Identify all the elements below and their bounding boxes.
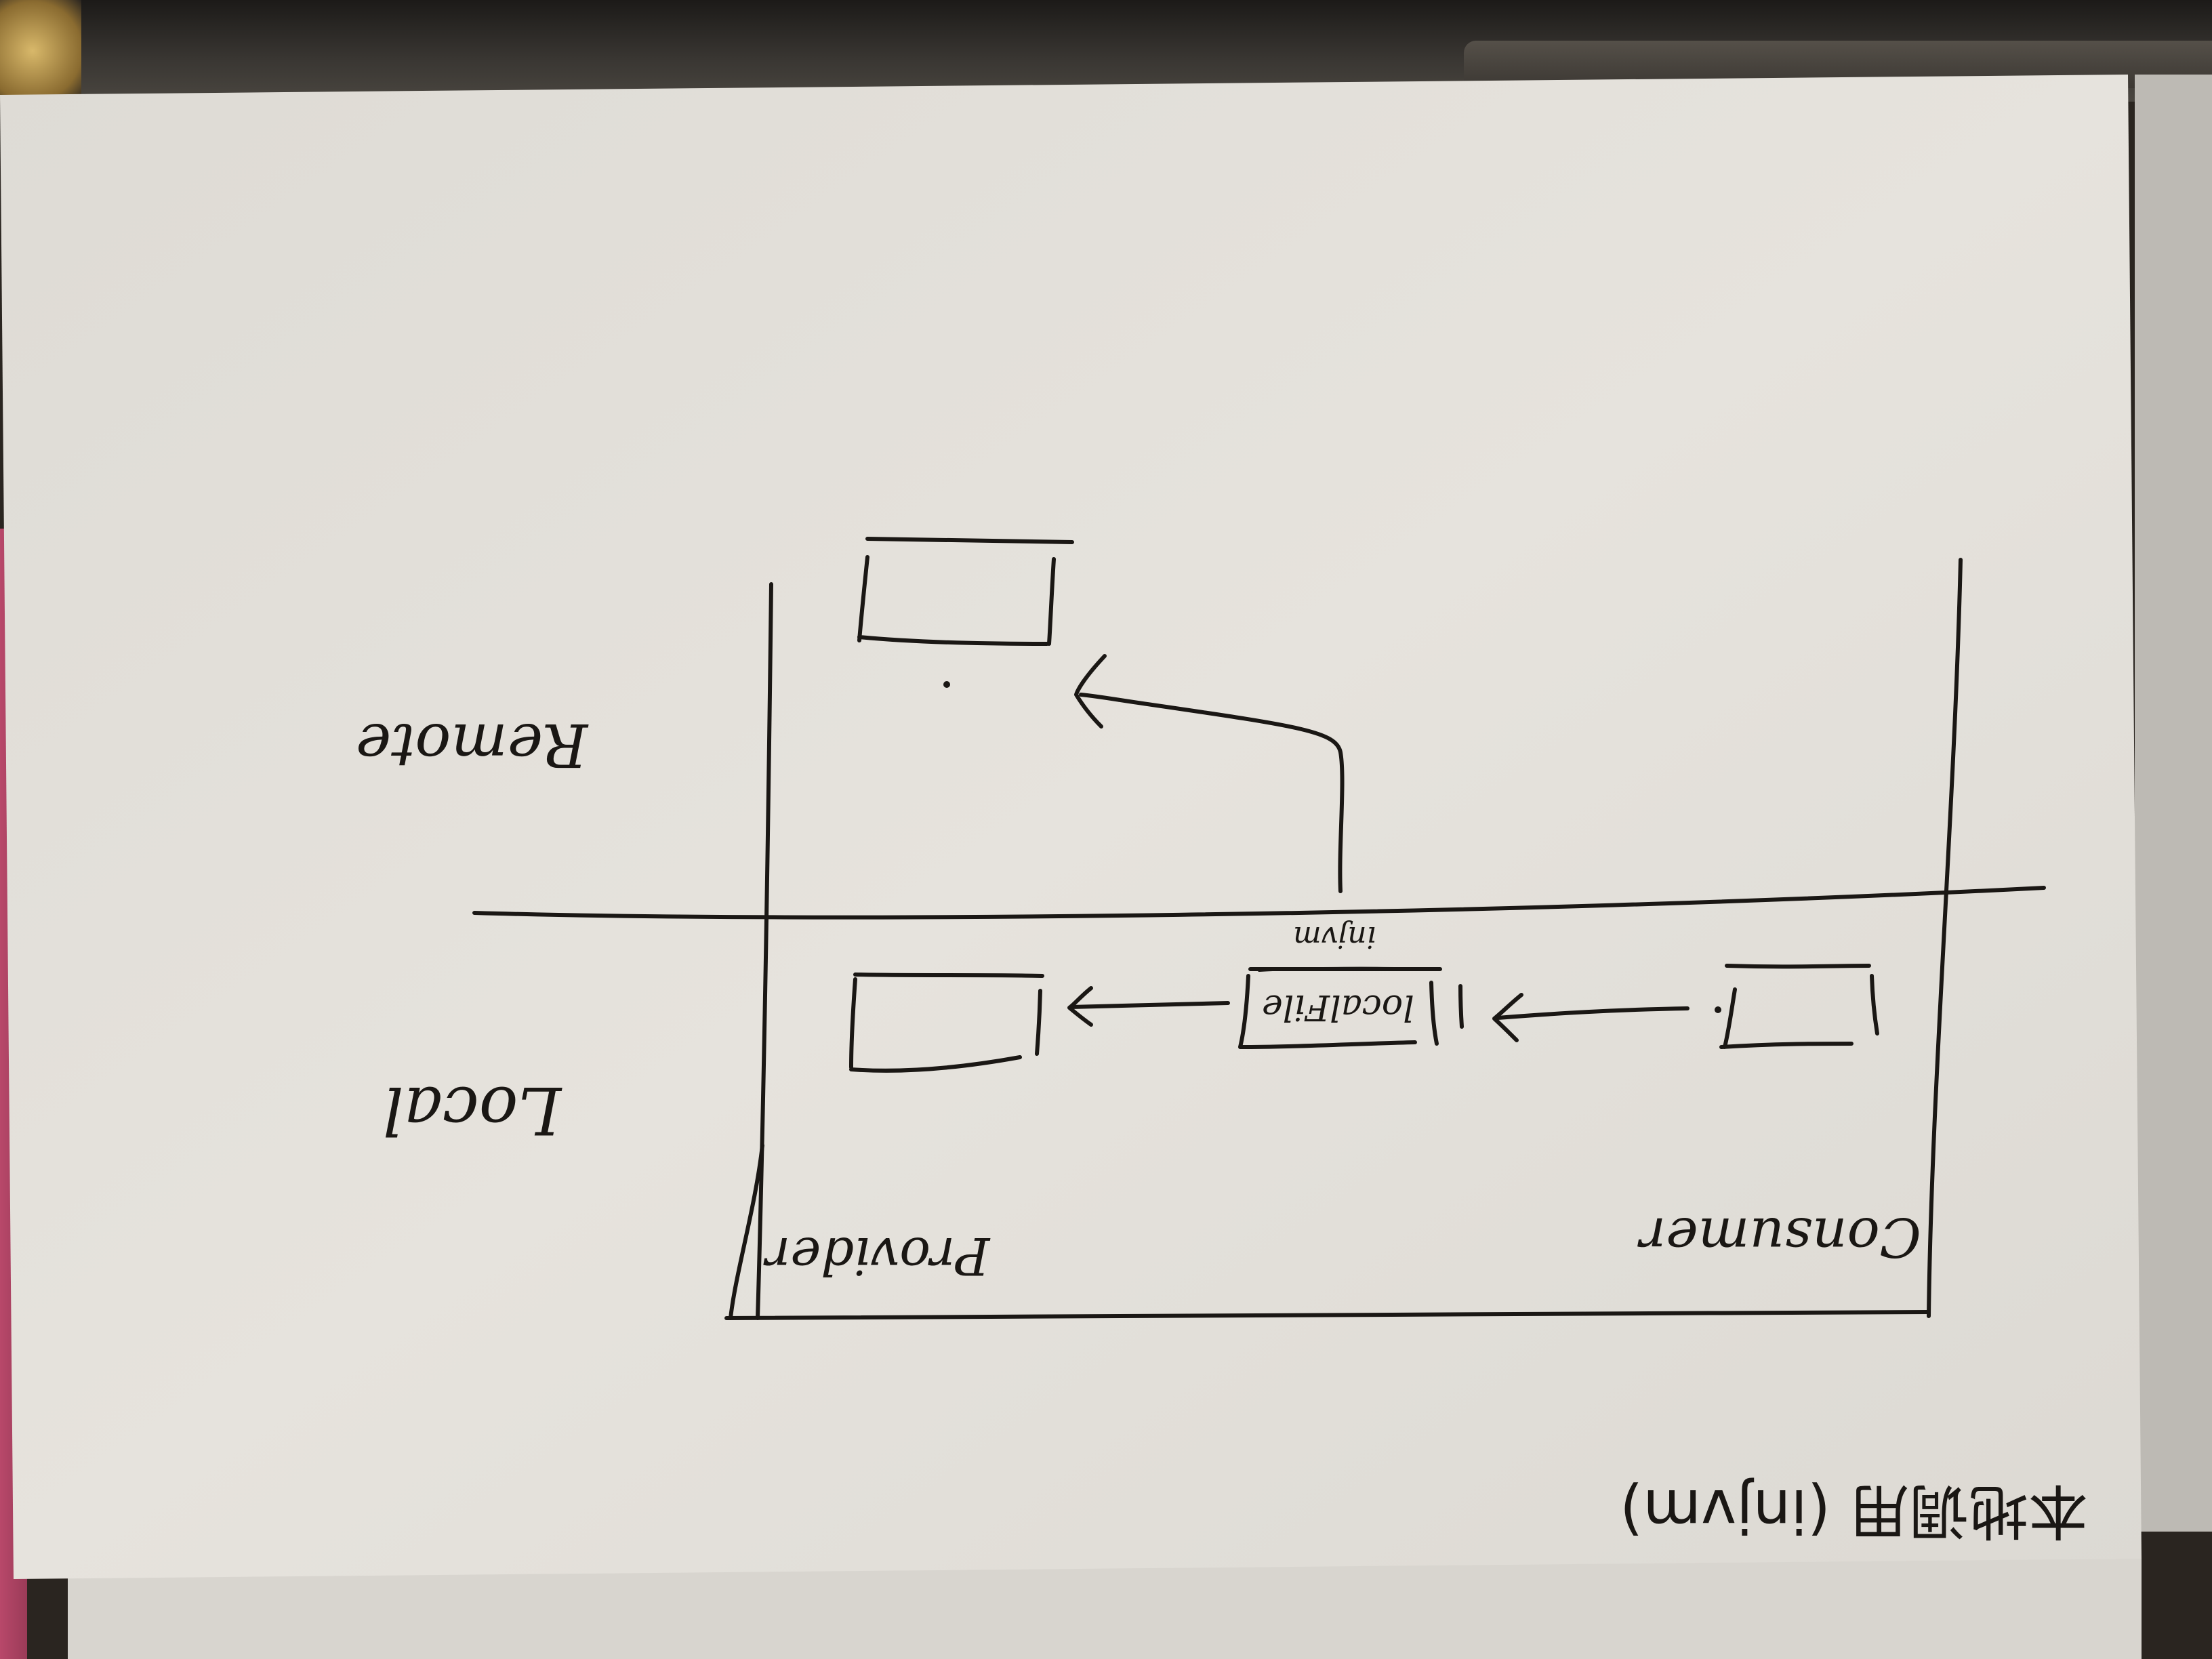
paper-under-edge — [68, 1559, 2142, 1659]
arrow-to-remote-head — [1074, 654, 1107, 729]
tick-mark — [1458, 984, 1464, 1029]
consumer-label: Consumer — [1640, 1206, 1921, 1269]
remote-box — [857, 537, 1074, 646]
provider-label: Provider — [766, 1226, 990, 1286]
local-file-label: localFile — [1262, 987, 1414, 1027]
arrow-to-provider-local-head — [1067, 986, 1093, 1027]
frame-right-line — [1927, 558, 1963, 1318]
arrow-to-local-file — [1496, 1006, 1689, 1020]
arrow-to-provider-local — [1069, 1001, 1230, 1009]
consumer-dot — [1715, 1006, 1721, 1013]
frame-corner-mark — [729, 1143, 764, 1320]
consumer-local-box — [1719, 964, 1879, 1049]
paper-surface — [0, 75, 2142, 1579]
local-label: Local — [383, 1072, 562, 1148]
injvm-label: injvm — [1293, 920, 1376, 954]
stray-dot — [943, 681, 950, 688]
diagram-title: 本地调用 (injvm) — [1620, 1476, 2089, 1546]
remote-local-divider — [472, 886, 2046, 920]
remote-label: Remote — [356, 710, 588, 780]
frame-bottom-line — [724, 1310, 1931, 1321]
fabric-corner — [0, 0, 81, 102]
local-file-top-bar — [1258, 966, 1421, 972]
provider-local-box — [849, 972, 1044, 1073]
arrow-to-remote — [1079, 693, 1345, 893]
frame-left-line — [756, 582, 773, 1320]
second-paper-edge — [2135, 75, 2212, 1532]
arrow-to-local-file-head — [1492, 993, 1523, 1042]
